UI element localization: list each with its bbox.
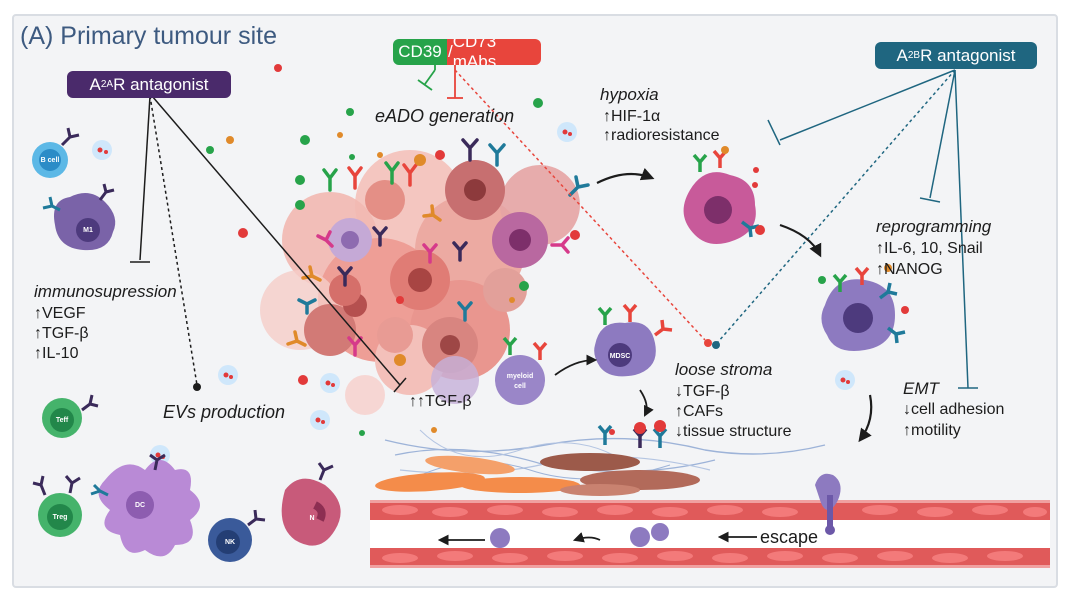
- reprogramming-title: reprogramming: [876, 217, 992, 236]
- ev-vesicles: [92, 122, 855, 545]
- cd73-label: /CD73 mAbs: [447, 39, 541, 65]
- reprogrammed-cell: [818, 264, 909, 351]
- neutrophil: N: [281, 462, 341, 546]
- immuno-line-2: ↑TGF-β: [34, 325, 89, 342]
- immuno-title: immunosupression: [34, 282, 177, 301]
- blood-vessel: [370, 473, 1050, 568]
- a2b-main: A: [896, 45, 908, 65]
- dc-cell: DC: [90, 453, 200, 557]
- stroma-title: loose stroma: [675, 360, 773, 379]
- reprogramming-line-2: ↑NANOG: [876, 261, 943, 278]
- hypoxia-line-1: ↑HIF-1α: [603, 108, 661, 125]
- tgf-label: ↑↑TGF-β: [409, 393, 472, 410]
- immuno-line-1: ↑VEGF: [34, 305, 86, 322]
- evs-label: EVs production: [163, 402, 286, 422]
- treg-label: Treg: [53, 514, 68, 521]
- stroma-line-3: ↓tissue structure: [675, 423, 792, 440]
- cd39-cd73-box: CD39 /CD73 mAbs: [393, 39, 541, 65]
- m1-label: M1: [83, 227, 93, 234]
- emt-line-1: ↓cell adhesion: [903, 401, 1005, 418]
- panel-title: (A) Primary tumour site: [20, 22, 277, 50]
- b-cell-label: B cell: [41, 157, 60, 164]
- immuno-line-3: ↑IL-10: [34, 345, 79, 362]
- molecules: [206, 64, 580, 436]
- hypoxia-title: hypoxia: [600, 85, 659, 104]
- cd39-label: CD39: [393, 39, 447, 65]
- a2b-rest: R antagonist: [920, 45, 1016, 65]
- treg-cell: Treg: [32, 475, 82, 537]
- a2a-rest: R antagonist: [113, 74, 209, 94]
- nk-label: NK: [225, 539, 235, 546]
- nk-cell: NK: [208, 509, 266, 562]
- teff-cell: Teff: [42, 394, 99, 438]
- myeloid-label-2: cell: [514, 383, 526, 390]
- hypoxia-line-2: ↑radioresistance: [603, 127, 720, 144]
- stroma: [375, 420, 826, 496]
- a2b-sub: 2B: [907, 50, 921, 61]
- n-label: N: [309, 515, 314, 522]
- myeloid-label-1: myeloid: [507, 373, 533, 380]
- myeloid-cell: myeloid cell: [495, 336, 548, 405]
- eado-label: eADO generation: [375, 106, 515, 126]
- teff-label: Teff: [56, 417, 69, 424]
- hypoxic-cell: [683, 146, 765, 244]
- emt-title: EMT: [903, 379, 939, 398]
- mdsc-label: MDSC: [610, 353, 631, 360]
- mdsc-cell: MDSC: [594, 303, 673, 377]
- emt-line-2: ↑motility: [903, 422, 961, 439]
- tumour-receptors: [286, 138, 590, 357]
- stroma-line-2: ↑CAFs: [675, 403, 723, 420]
- a2a-main: A: [89, 74, 101, 94]
- b-cell: B cell: [32, 127, 80, 178]
- dc-label: DC: [135, 502, 145, 509]
- m1-macrophage: M1: [42, 183, 116, 251]
- escape-label: escape: [757, 527, 822, 548]
- a2a-sub: 2A: [100, 79, 114, 90]
- connectors: [130, 55, 978, 546]
- stroma-line-1: ↓TGF-β: [675, 383, 730, 400]
- reprogramming-line-1: ↑IL-6, 10, Snail: [876, 240, 983, 257]
